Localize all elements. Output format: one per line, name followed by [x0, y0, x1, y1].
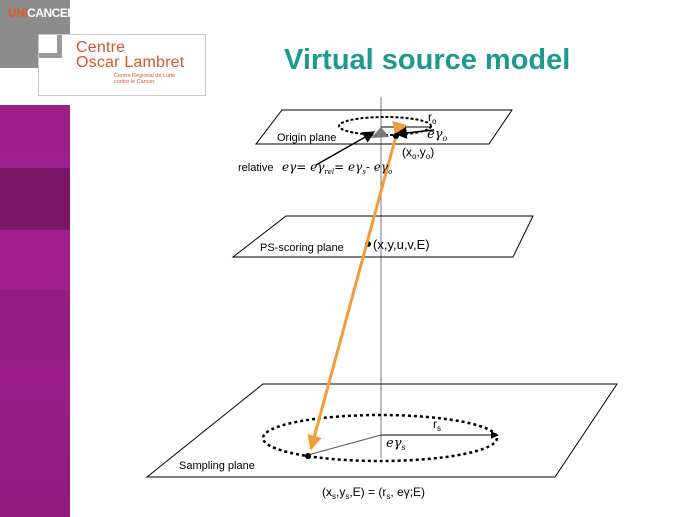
origin-point-label: (xo,yo)	[402, 145, 434, 161]
centre-oscar-lambret-logo: Centre Oscar Lambret Centre Régional de …	[38, 34, 206, 96]
sf-sub1: s	[332, 492, 336, 501]
sampling-angle-label: eγs	[386, 436, 406, 452]
logo-line-name: Oscar Lambret	[76, 54, 185, 71]
origin-point-sub2: o	[426, 152, 431, 161]
origin-angle-sub: o	[442, 134, 447, 143]
origin-plane-label: Origin plane	[277, 132, 336, 144]
origin-point-b: ,y	[416, 145, 425, 159]
sf-c: ,E) = (r	[349, 485, 386, 499]
unicancer-logo-uni: UNI	[8, 6, 28, 20]
relative-label: relative	[238, 162, 273, 174]
r-s-main: r	[433, 417, 437, 431]
origin-angle-label: eγo	[427, 127, 447, 143]
sf-sub3: s	[386, 492, 390, 501]
origin-plane	[254, 109, 513, 145]
relative-equation: eγ= eγrel= eγs- eγo	[282, 160, 392, 176]
relative-pointer	[315, 131, 376, 166]
sampling-circle	[261, 413, 499, 463]
origin-point-sub1: o	[412, 152, 417, 161]
origin-point-c: )	[430, 145, 434, 159]
sidebar-band	[0, 168, 70, 230]
r-o-main: r	[428, 110, 432, 124]
sampling-point-marker	[305, 453, 311, 459]
sf-a: (x	[322, 485, 332, 499]
r-o-label: ro	[428, 110, 437, 126]
rel-eq-3-sub: o	[388, 168, 392, 176]
logo-mark-icon	[39, 35, 62, 58]
rel-eq-1: eγ= eγ	[282, 160, 325, 174]
origin-point-marker	[393, 133, 399, 139]
sampling-angle-line	[307, 434, 382, 456]
rel-eq-3: - eγ	[366, 160, 389, 174]
unicancer-logo-cancer: CANCER	[27, 6, 76, 20]
rel-eq-2: = eγ	[334, 160, 363, 174]
trajectory-arrow	[307, 121, 407, 451]
page-title: Virtual source model	[284, 44, 571, 76]
rel-eq-2-sub: s	[362, 168, 366, 176]
r-o-sub: o	[432, 117, 437, 126]
logo-subtitle-b: contre le Cancer	[114, 79, 155, 85]
r-s-sub: s	[437, 424, 441, 433]
sampling-angle-sub: s	[401, 443, 405, 452]
ps-point-label: (x,y,u,v,E)	[373, 237, 430, 252]
sampling-formula: (xs,ys,E) = (rs, eγ;E)	[322, 485, 425, 501]
origin-angle-pointer	[394, 126, 435, 139]
logo-subtitle-a: Centre Régional de Lutte	[114, 73, 176, 79]
sampling-plane-label: Sampling plane	[179, 460, 255, 472]
origin-angle-main: eγ	[427, 127, 443, 142]
origin-point-a: (x	[402, 145, 412, 159]
ps-plane-label: PS-scoring plane	[260, 242, 344, 254]
ps-scoring-plane	[231, 215, 534, 258]
sf-d: , eγ;E)	[390, 485, 425, 499]
rel-eq-1-sub: rel	[324, 168, 334, 176]
sf-sub2: s	[345, 492, 349, 501]
sidebar-band-lower	[0, 290, 70, 360]
logo-line-subtitle: Centre Régional de Lutte contre le Cance…	[114, 73, 175, 85]
logo-line-centre: Centre	[76, 39, 126, 56]
sf-b: ,y	[336, 485, 345, 499]
r-s-label: rs	[433, 417, 441, 433]
sampling-plane	[145, 383, 618, 478]
sampling-angle-main: eγ	[386, 436, 402, 451]
unicancer-logo: UNICANCER	[8, 6, 76, 20]
